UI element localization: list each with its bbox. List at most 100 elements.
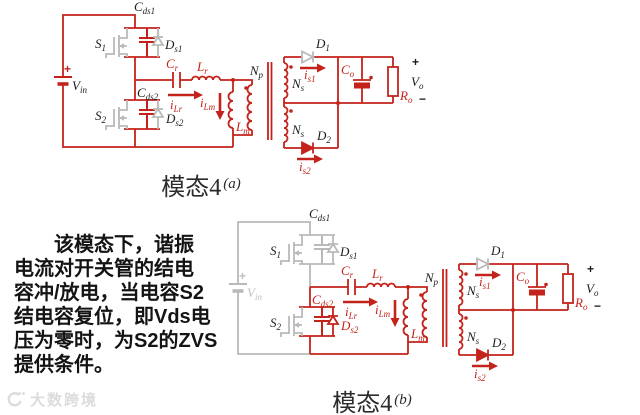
is2-current-arrow <box>472 361 498 371</box>
ds1-body-diode <box>327 234 339 265</box>
s2-node-bars <box>299 306 335 337</box>
ds1-label: Ds1 <box>339 244 357 261</box>
is2-label: is2 <box>474 366 486 383</box>
vo-label: Vo <box>411 74 424 91</box>
resonant-wires <box>310 279 428 354</box>
s1-mosfet <box>105 27 128 59</box>
ds1-body-diode <box>152 27 164 58</box>
caption-mode-b: 模态4(b) <box>287 383 457 415</box>
np-label: Np <box>249 63 264 80</box>
ds2-label: Ds2 <box>165 111 184 128</box>
co-branch <box>528 264 546 310</box>
circuit-mode-a: + Vin S1 S2 Cds1 Ds1 Cds2 Ds2 Cr Lr iLr … <box>52 0 426 176</box>
co-label: Co <box>516 269 530 286</box>
rectifier-diode-top <box>301 50 314 64</box>
ns-bottom-winding <box>283 106 289 143</box>
rectifier-diode-top <box>476 257 489 271</box>
transformer-core <box>267 62 273 140</box>
cds1-label: Cds1 <box>309 206 330 223</box>
vin-label: Vin <box>247 285 262 302</box>
rectifier-diode-bottom <box>476 348 489 362</box>
ns-bottom-winding <box>458 313 464 350</box>
lr-label: Lr <box>371 266 383 283</box>
battery-symbol <box>227 282 249 293</box>
ds2-label: Ds2 <box>340 318 359 335</box>
d2-label: D2 <box>316 128 331 145</box>
cr-label: Cr <box>341 263 354 280</box>
d2-label: D2 <box>491 335 506 352</box>
lr-inductor <box>191 75 221 81</box>
caption-a-title: 模态4 <box>161 175 222 201</box>
is1-label: is1 <box>304 67 316 84</box>
ns-top-winding <box>283 62 289 99</box>
battery-symbol <box>52 75 74 86</box>
lm-label: Lm <box>235 119 250 136</box>
d1-label: D1 <box>490 243 505 260</box>
d1-label: D1 <box>315 36 330 53</box>
co-label: Co <box>341 62 355 79</box>
s1-label: S1 <box>95 36 106 53</box>
np-winding <box>246 84 253 131</box>
mode-description-text: 该模态下，谐振 电流对开关管的结电 容冲/放电，当电容S2 结电容复位，即Vds… <box>14 233 222 377</box>
vo-label: Vo <box>586 281 599 298</box>
np-polarity-dot <box>419 293 423 297</box>
co-electrolytic-body <box>529 289 545 296</box>
np-winding <box>421 291 428 338</box>
description-line: 容冲/放电，当电容S2 <box>14 282 205 304</box>
np-label: Np <box>424 270 439 287</box>
is1-current-arrow <box>300 63 326 73</box>
s1-mosfet <box>280 234 303 266</box>
cds1-capacitor <box>313 234 331 265</box>
description-line: 该模态下，谐振 <box>14 234 194 256</box>
ro-resistor <box>562 273 574 304</box>
ns-top-winding <box>458 269 464 306</box>
ro-label: Ro <box>574 295 588 312</box>
description-line: 结电容复位，即Vds电 <box>14 306 211 328</box>
cds2-capacitor <box>313 306 331 337</box>
lr-label: Lr <box>196 59 208 76</box>
ds2-body-diode <box>327 306 339 337</box>
s1-label: S1 <box>270 243 281 260</box>
vin-label: Vin <box>72 78 87 95</box>
resonant-wires <box>135 72 253 147</box>
caption-b-index: (b) <box>394 392 412 408</box>
s2-mosfet <box>105 99 128 131</box>
input-loop-wire <box>62 14 136 148</box>
transformer-core <box>442 269 448 347</box>
circuit-mode-b: + Vin S1 S2 Cds1 Ds1 Cds2 Ds2 Cr Lr iLr … <box>227 206 601 383</box>
description-line: 提供条件。 <box>14 354 114 376</box>
s1-node-bars <box>299 234 335 265</box>
ns-bottom-polarity-dot <box>289 109 293 113</box>
ns-bottom-polarity-dot <box>464 316 468 320</box>
ds2-body-diode <box>152 99 164 130</box>
s2-label: S2 <box>270 315 282 332</box>
ro-label: Ro <box>399 88 413 105</box>
np-polarity-dot <box>244 86 248 90</box>
s2-node-bars <box>124 99 160 130</box>
ns-top-label: Ns <box>291 76 305 93</box>
junction-dot <box>231 78 235 82</box>
ns-bottom-label: Ns <box>466 329 480 346</box>
is2-label: is2 <box>299 159 311 176</box>
ns-top-label: Ns <box>466 283 480 300</box>
caption-b-title: 模态4 <box>332 391 393 415</box>
junction-dot <box>406 285 410 289</box>
junction-dot <box>336 101 340 105</box>
ilm-current-arrow <box>390 300 400 327</box>
co-branch <box>353 57 371 103</box>
cds2-label: Cds2 <box>312 292 334 309</box>
battery-plus-label: + <box>64 62 71 76</box>
ns-bottom-label: Ns <box>291 122 305 139</box>
ilr-label: iLr <box>170 97 183 114</box>
ds1-label: Ds1 <box>164 37 182 54</box>
description-line: 压为零时，为S2的ZVS <box>14 330 218 352</box>
vo-plus-label: + <box>412 55 419 69</box>
s2-mosfet <box>280 306 303 338</box>
ilm-current-arrow <box>215 93 225 120</box>
lm-label: Lm <box>410 326 425 343</box>
caption-mode-a: 模态4(a) <box>116 167 286 202</box>
ilr-label: iLr <box>345 304 358 321</box>
s1-node-bars <box>124 27 160 58</box>
cr-label: Cr <box>166 56 179 73</box>
